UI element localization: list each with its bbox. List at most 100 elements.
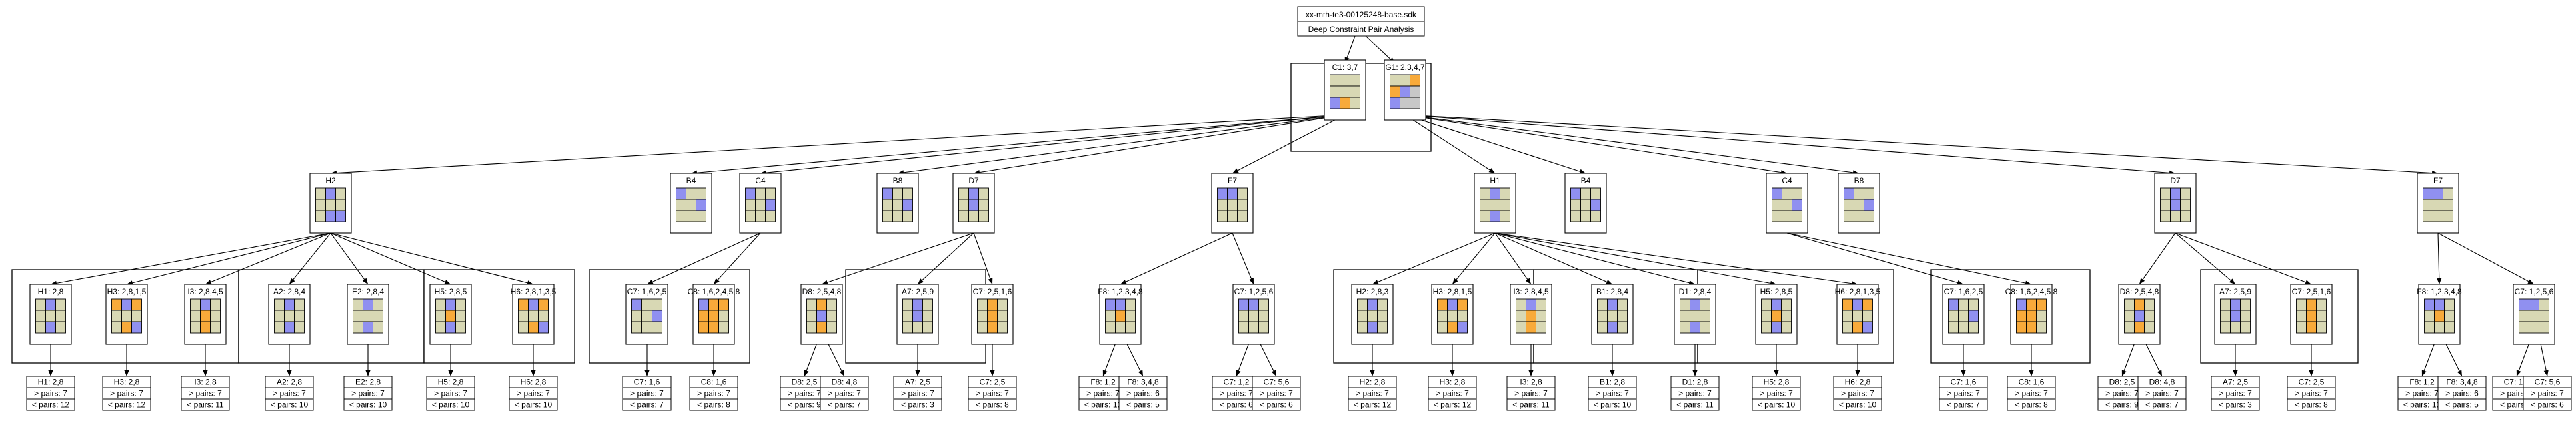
result-line: H5: 2,8 bbox=[438, 378, 464, 387]
edge-result-33-head bbox=[2543, 370, 2549, 376]
grid-cell bbox=[121, 298, 132, 311]
grid-cell bbox=[111, 298, 122, 311]
grid-cell bbox=[2016, 321, 2027, 334]
grid-cell bbox=[210, 321, 221, 334]
grid-cell bbox=[882, 199, 893, 211]
grid-cell bbox=[111, 310, 122, 322]
grid-cell bbox=[1570, 210, 1581, 222]
node-label: C7: 1,2,5,6 bbox=[1234, 287, 1274, 296]
grid-cell bbox=[1782, 199, 1792, 211]
grid-cell bbox=[806, 310, 817, 322]
grid-cell bbox=[1367, 310, 1378, 322]
grid-cell bbox=[902, 210, 913, 222]
grid-cell bbox=[2423, 187, 2433, 200]
result-line: > pairs: 7 bbox=[351, 389, 385, 398]
edge-C4b-g22 bbox=[1786, 232, 1964, 285]
grid-cell bbox=[274, 298, 285, 311]
result-line: > pairs: 7 bbox=[2105, 389, 2139, 398]
grid-cell bbox=[2424, 310, 2435, 322]
node-H1: H1 bbox=[1474, 173, 1516, 234]
grid-cell bbox=[1500, 199, 1510, 211]
grid-cell bbox=[1771, 310, 1782, 322]
grid-cell bbox=[2444, 298, 2455, 311]
result-line: D8: 4,8 bbox=[832, 378, 858, 387]
grid-cell bbox=[353, 298, 363, 311]
node-label: D8: 2,5,4,8 bbox=[802, 287, 842, 296]
result-line: > pairs: 7 bbox=[630, 389, 664, 398]
grid-cell bbox=[121, 321, 132, 334]
grid-cell bbox=[1227, 210, 1238, 222]
node-label: H1 bbox=[1490, 176, 1500, 185]
result-line: C7: 1,6 bbox=[634, 378, 660, 387]
grid-cell bbox=[1607, 310, 1618, 322]
grid-cell bbox=[1227, 199, 1238, 211]
result-line-box bbox=[1752, 398, 1801, 411]
edge-result-9-head bbox=[804, 370, 809, 376]
result-line: < pairs: 8 bbox=[976, 400, 1009, 410]
grid-cell bbox=[765, 210, 776, 222]
grid-cell bbox=[2124, 310, 2135, 322]
grid-cell bbox=[353, 321, 363, 334]
grid-cell bbox=[2124, 321, 2135, 334]
node-label: A2: 2,8,4 bbox=[273, 287, 305, 296]
edge-result-22-head bbox=[1774, 370, 1779, 376]
result-line-box bbox=[2523, 398, 2572, 411]
grid-cell bbox=[2296, 298, 2307, 311]
grid-cell bbox=[210, 298, 221, 311]
grid-cell bbox=[335, 199, 346, 211]
edge-result-32-head bbox=[2516, 370, 2521, 376]
node-label: H1: 2,8 bbox=[38, 287, 64, 296]
grid-cell bbox=[1948, 321, 1959, 334]
grid-cell bbox=[2529, 321, 2539, 334]
node-g25: A7: 2,5,9 bbox=[2214, 284, 2257, 345]
node-g1: H1: 2,8 bbox=[29, 284, 72, 345]
grid-cell bbox=[1536, 298, 1546, 311]
grid-cell bbox=[718, 310, 729, 322]
result-line-box bbox=[1428, 398, 1477, 411]
grid-cell bbox=[641, 298, 652, 311]
edge-root-D7a bbox=[973, 114, 1346, 174]
grid-cell bbox=[315, 210, 326, 222]
grid-cell bbox=[1690, 298, 1700, 311]
grid-cell bbox=[978, 187, 989, 200]
result-line-box bbox=[2007, 398, 2056, 411]
grid-cell bbox=[826, 321, 837, 334]
result-line: H1: 2,8 bbox=[38, 378, 64, 387]
edge-D7b-g24 bbox=[2139, 232, 2176, 285]
result-line: > pairs: 7 bbox=[2405, 389, 2439, 398]
grid-cell bbox=[816, 298, 827, 311]
grid-cell bbox=[1330, 74, 1340, 87]
node-label: F8: 1,2,3,4,8 bbox=[2417, 287, 2462, 296]
result-box-18: H3: 2,8> pairs: 7< pairs: 12 bbox=[1428, 376, 1477, 411]
grid-cell bbox=[2220, 298, 2231, 311]
result-line: < pairs: 10 bbox=[1594, 400, 1632, 410]
grid-cell bbox=[1536, 310, 1546, 322]
node-B4b: B4 bbox=[1564, 173, 1607, 234]
grid-cell bbox=[631, 298, 642, 311]
grid-cell bbox=[755, 199, 766, 211]
grid-cell bbox=[922, 321, 933, 334]
result-line: > pairs: 7 bbox=[434, 389, 467, 398]
edge-H1-g18 bbox=[1494, 232, 1613, 285]
edge-root-B4a bbox=[690, 114, 1346, 174]
grid-cell bbox=[1690, 321, 1700, 334]
grid-cell bbox=[1400, 85, 1410, 98]
grid-cell bbox=[284, 310, 295, 322]
result-line: < pairs: 8 bbox=[2015, 400, 2048, 410]
result-box-23: H6: 2,8> pairs: 7< pairs: 10 bbox=[1833, 376, 1882, 411]
grid-cell bbox=[1237, 199, 1248, 211]
grid-cell bbox=[958, 187, 969, 200]
grid-cell bbox=[1526, 310, 1536, 322]
result-box-30: F8: 1,2> pairs: 7< pairs: 12 bbox=[2397, 376, 2447, 411]
grid-cell bbox=[2026, 310, 2037, 322]
grid-cell bbox=[325, 199, 336, 211]
grid-cell bbox=[353, 310, 363, 322]
result-line: < pairs: 9 bbox=[2105, 400, 2139, 410]
grid-cell bbox=[1792, 210, 1802, 222]
grid-cell bbox=[1792, 199, 1802, 211]
result-line: > pairs: 7 bbox=[273, 389, 306, 398]
result-line: < pairs: 10 bbox=[515, 400, 553, 410]
grid-cell bbox=[2036, 310, 2047, 322]
grid-cell bbox=[1844, 210, 1854, 222]
